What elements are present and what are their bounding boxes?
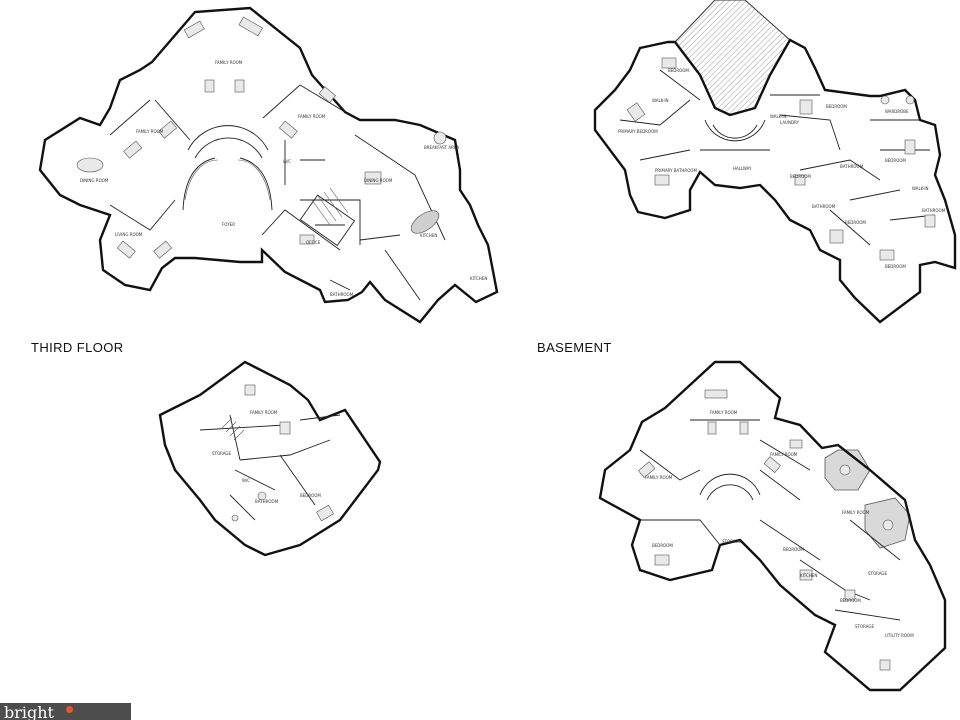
basement-title: BASEMENT [537, 340, 612, 355]
third-floor-outer-walls [158, 360, 382, 557]
room-label: FAMILY ROOM [770, 452, 798, 457]
room-label: FOYER [222, 222, 235, 227]
room-label: WALK-IN [770, 114, 787, 119]
room-label: BEDROOM [826, 104, 847, 109]
room-label: LAUNDRY [780, 120, 800, 125]
room-label: FAMILY ROOM [250, 410, 278, 415]
room-label: STORAGE [855, 624, 875, 629]
third-floor-furniture [231, 384, 334, 522]
main-floor-stairs [299, 194, 356, 247]
room-label: STORAGE [722, 539, 742, 544]
main-floor-outer-walls [38, 6, 499, 324]
room-label: FAMILY ROOM [136, 129, 164, 134]
room-label: BEDROOM [845, 220, 866, 225]
main-floor-rotunda [187, 125, 269, 151]
room-label: FAMILY ROOM [215, 60, 243, 65]
room-label: BATHROOM [922, 208, 946, 213]
room-label: WARDROBE [885, 109, 909, 114]
room-label: FAMILY ROOM [298, 114, 326, 119]
third-floor-title: THIRD FLOOR [31, 340, 124, 355]
room-label: KITCHEN [420, 233, 437, 238]
third-floor-plan: FAMILY ROOM STORAGE W/C BATHROOM BEDROOM [158, 360, 382, 557]
room-label: BREAKFAST AREA [424, 145, 459, 150]
room-label: BEDROOM [652, 543, 673, 548]
room-label: BEDROOM [300, 493, 321, 498]
room-label: UTILITY ROOM [885, 633, 914, 638]
basement-furniture [638, 389, 894, 671]
room-label: FAMILY ROOM [645, 475, 673, 480]
room-label: FAMILY ROOM [842, 510, 870, 515]
room-label: BATHROOM [255, 499, 279, 504]
main-floor-labels: FAMILY ROOM FAMILY ROOM FAMILY ROOM DINI… [80, 60, 487, 297]
room-label: W/C [242, 478, 250, 483]
room-label: BEDROOM [783, 547, 804, 552]
room-label: DINING ROOM [80, 178, 109, 183]
basement-outer-walls [598, 360, 947, 692]
basement-labels: FAMILY ROOM FAMILY ROOM FAMILY ROOM FAMI… [645, 410, 914, 638]
room-label: BATHROOM [840, 164, 864, 169]
room-label: LIVING ROOM [115, 232, 143, 237]
room-label: BATHROOM [812, 204, 836, 209]
second-floor-labels: BEDROOM WALK-IN PRIMARY BEDROOM PRIMARY … [618, 68, 946, 269]
brand-logo-mark-icon [66, 706, 73, 713]
third-floor-labels: FAMILY ROOM STORAGE W/C BATHROOM BEDROOM [212, 410, 321, 504]
main-floor-furniture [76, 16, 447, 259]
room-label: BEDROOM [885, 158, 906, 163]
room-label: STORAGE [212, 451, 232, 456]
main-floor-plan: FAMILY ROOM FAMILY ROOM FAMILY ROOM DINI… [38, 6, 499, 324]
room-label: BEDROOM [840, 598, 861, 603]
brand-logo: bright [0, 703, 131, 720]
room-label: DINING ROOM [364, 178, 393, 183]
room-label: BEDROOM [790, 174, 811, 179]
room-label: KITCHEN [470, 276, 487, 281]
room-label: FAMILY ROOM [710, 410, 738, 415]
room-label: HALLWAY [733, 166, 752, 171]
brand-logo-text: bright [4, 703, 54, 720]
room-label: BEDROOM [885, 264, 906, 269]
basement-plan: FAMILY ROOM FAMILY ROOM FAMILY ROOM FAMI… [598, 360, 947, 692]
second-floor-open-to-below [674, 0, 791, 116]
room-label: PRIMARY BATHROOM [655, 168, 697, 173]
room-label: OFFICE [306, 240, 321, 245]
room-label: PRIMARY BEDROOM [618, 129, 658, 134]
room-label: WALK-IN [652, 98, 669, 103]
room-label: KITCHEN [800, 573, 817, 578]
room-label: WALK-IN [912, 186, 929, 191]
second-floor-plan: BEDROOM WALK-IN PRIMARY BEDROOM PRIMARY … [593, 0, 957, 324]
second-floor-outer-walls [593, 38, 957, 324]
room-label: BEDROOM [668, 68, 689, 73]
second-floor-furniture [626, 57, 936, 261]
room-label: STORAGE [868, 571, 888, 576]
room-label: BATHROOM [330, 292, 354, 297]
room-label: W/C [283, 159, 291, 164]
